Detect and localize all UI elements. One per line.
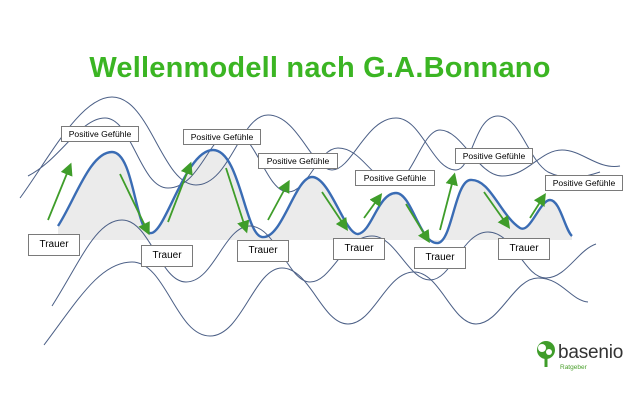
label-positive-4: Positive Gefühle — [355, 170, 435, 186]
label-trauer-2: Trauer — [141, 245, 193, 267]
label-positive-3: Positive Gefühle — [258, 153, 338, 169]
fall-arrow-4 — [405, 203, 430, 244]
label-trauer-6: Trauer — [498, 238, 550, 260]
label-trauer-1: Trauer — [28, 234, 80, 256]
label-trauer-3: Trauer — [237, 240, 289, 262]
rise-arrow-6 — [529, 192, 546, 219]
fall-arrow-3 — [321, 191, 348, 231]
lower-envelope-wave-2 — [43, 261, 589, 346]
logo-subtitle: Ratgeber — [560, 364, 587, 371]
rise-arrow-1 — [47, 162, 73, 221]
label-positive-6: Positive Gefühle — [545, 175, 623, 191]
diagram-title: Wellenmodell nach G.A.Bonnano — [89, 52, 551, 84]
upper-envelope-wave-1 — [19, 96, 601, 199]
rise-arrow-4 — [363, 193, 383, 219]
tree-logo-icon — [537, 341, 555, 367]
fall-arrow-2 — [225, 167, 250, 234]
rise-arrow-3 — [267, 179, 290, 221]
fall-arrow-1 — [119, 173, 150, 236]
fall-arrow-5 — [483, 191, 511, 229]
rise-arrow-2 — [167, 161, 193, 223]
label-positive-2: Positive Gefühle — [183, 129, 261, 145]
basenio-logo: basenio Ratgeber — [534, 340, 634, 380]
label-positive-5: Positive Gefühle — [455, 148, 533, 164]
rise-arrow-5 — [439, 172, 458, 231]
label-trauer-5: Trauer — [414, 247, 466, 269]
logo-wordmark: basenio — [558, 342, 624, 363]
label-positive-1: Positive Gefühle — [61, 126, 139, 142]
label-trauer-4: Trauer — [333, 238, 385, 260]
shaded-area — [58, 150, 572, 244]
